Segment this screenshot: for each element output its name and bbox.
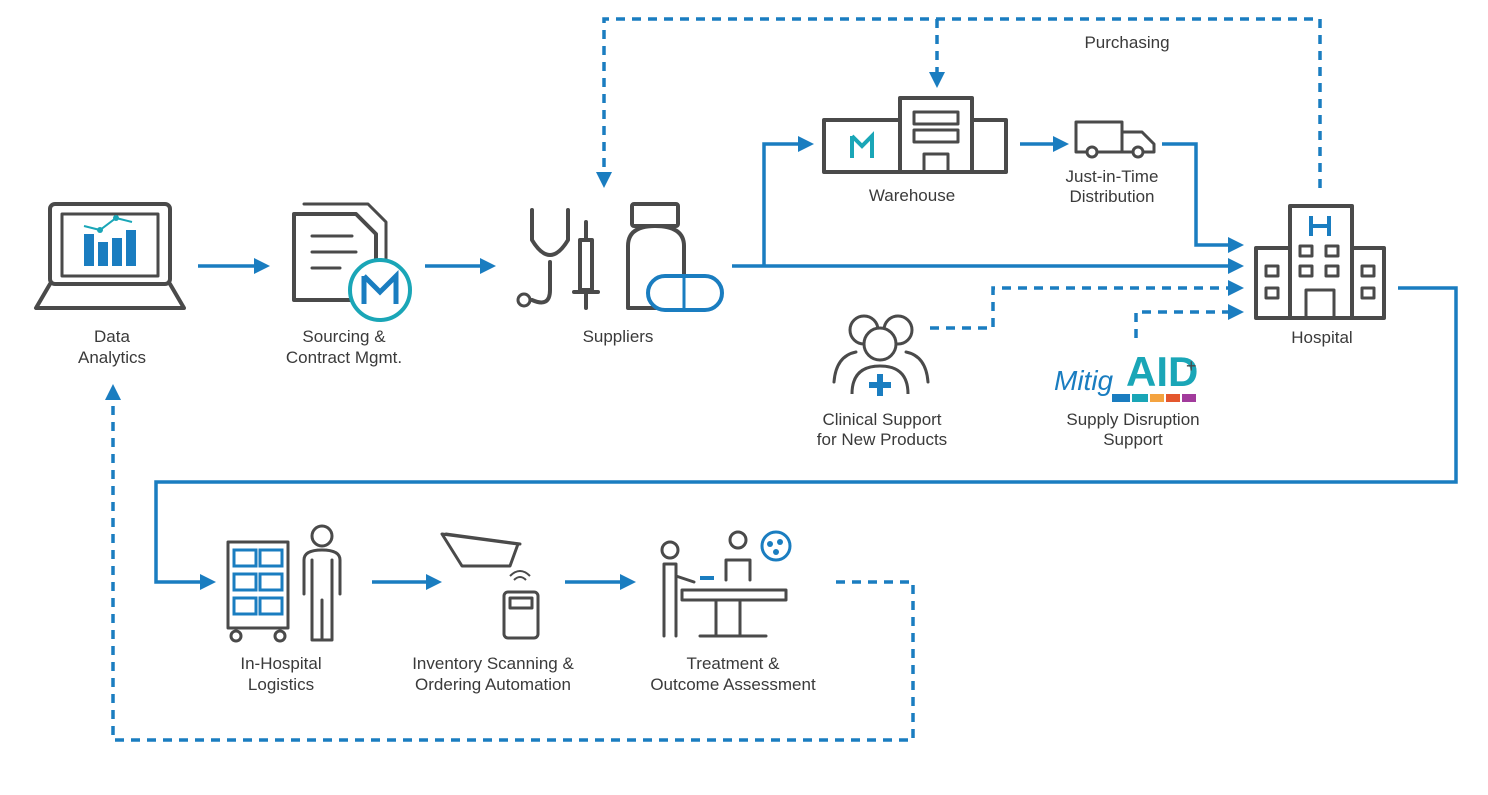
clinicians-icon bbox=[832, 314, 930, 396]
arrowhead-icon bbox=[200, 574, 216, 590]
scanner-bin-icon bbox=[440, 532, 540, 640]
arrowhead-icon bbox=[620, 574, 636, 590]
purchasing-loop bbox=[602, 17, 1322, 188]
in-hospital-label-2: Logistics bbox=[248, 675, 314, 694]
mitigaid-label-1: Supply Disruption bbox=[1066, 410, 1199, 429]
arrowhead-icon bbox=[480, 258, 496, 274]
mitigaid-label-2: Support bbox=[1103, 430, 1163, 449]
cart-person-icon bbox=[226, 524, 342, 643]
arrow-suppliers-to-warehouse bbox=[762, 142, 800, 266]
data-analytics-label-1: Data bbox=[94, 327, 130, 346]
arrowhead-icon bbox=[105, 384, 121, 400]
in-hospital-label-1: In-Hospital bbox=[240, 654, 321, 673]
mitigaid-to-hospital bbox=[1134, 310, 1228, 338]
inventory-label-2: Ordering Automation bbox=[415, 675, 571, 694]
delivery-truck-icon bbox=[1074, 120, 1156, 159]
mitigaid-brand-suffix: AID bbox=[1126, 348, 1198, 395]
sourcing-label-2: Contract Mgmt. bbox=[286, 348, 402, 367]
flow-connectors bbox=[105, 17, 1458, 742]
feedback-loop bbox=[111, 400, 915, 742]
medical-supplies-icon bbox=[516, 202, 724, 312]
clinical-support-label-1: Clinical Support bbox=[822, 410, 941, 429]
laptop-chart-icon bbox=[34, 202, 186, 310]
hospital-icon bbox=[1254, 204, 1386, 320]
arrowhead-icon bbox=[1228, 280, 1244, 296]
arrowhead-icon bbox=[426, 574, 442, 590]
hospital-label: Hospital bbox=[1291, 328, 1352, 347]
sourcing-label-1: Sourcing & bbox=[302, 327, 386, 346]
arrowhead-icon bbox=[596, 172, 612, 188]
distribution-label-2: Distribution bbox=[1069, 187, 1154, 206]
clinical-support-to-hospital bbox=[930, 286, 1228, 330]
arrow-distribution-to-hospital bbox=[1162, 142, 1228, 247]
data-analytics-label-2: Analytics bbox=[78, 348, 146, 367]
surgery-icon bbox=[660, 530, 792, 638]
warehouse-label: Warehouse bbox=[869, 186, 955, 205]
clinical-support-label-2: for New Products bbox=[817, 430, 947, 449]
arrowhead-icon bbox=[1053, 136, 1069, 152]
mitigaid-plus: + bbox=[1186, 356, 1197, 376]
mitigaid-brand-prefix: Mitig bbox=[1054, 365, 1114, 396]
arrowhead-icon bbox=[1228, 258, 1244, 274]
treatment-label-2: Outcome Assessment bbox=[650, 675, 816, 694]
arrow-hospital-to-logistics bbox=[154, 286, 1458, 584]
contract-document-icon bbox=[292, 202, 412, 322]
labels: Data Analytics Sourcing & Contract Mgmt.… bbox=[78, 33, 1353, 694]
mitigaid-logo: Mitig AID + bbox=[1054, 348, 1198, 402]
arrowhead-icon bbox=[254, 258, 270, 274]
treatment-label-1: Treatment & bbox=[687, 654, 781, 673]
purchasing-label: Purchasing bbox=[1084, 33, 1169, 52]
arrowhead-icon bbox=[929, 72, 945, 88]
arrowhead-icon bbox=[1228, 304, 1244, 320]
suppliers-label: Suppliers bbox=[583, 327, 654, 346]
inventory-label-1: Inventory Scanning & bbox=[412, 654, 574, 673]
distribution-label-1: Just-in-Time bbox=[1066, 167, 1159, 186]
warehouse-icon bbox=[822, 96, 1008, 174]
arrowhead-icon bbox=[798, 136, 814, 152]
arrowhead-icon bbox=[1228, 237, 1244, 253]
